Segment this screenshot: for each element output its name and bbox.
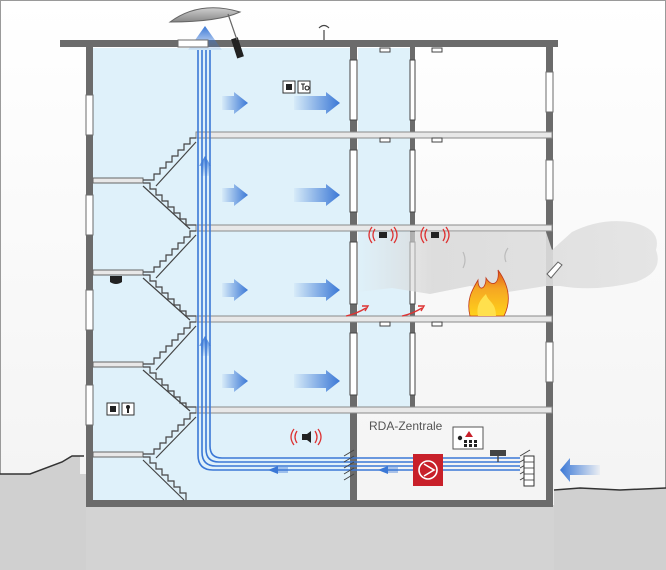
airflow-arrow-icon [294,184,340,206]
duct-flow-arrow-left [378,466,388,474]
wall-left [86,44,93,506]
intake-arrow [560,458,600,482]
stair-flight-2a [143,230,196,273]
staircase [143,137,196,500]
duct-flow-arrow-left [268,466,278,474]
window-left-2 [85,194,94,236]
alarm-speaker-icon [368,226,398,244]
control-panel-icon [452,426,484,450]
floor-slab-3 [195,315,553,323]
stair-flight-2b [143,274,196,317]
stair-flight-4a [143,412,196,455]
window-left-3 [85,289,94,331]
door-stair-4 [349,332,358,396]
door-lobby-2 [409,149,416,213]
ground-left [0,456,86,570]
airflow-arrows [222,92,340,392]
pressure-sensor [490,450,506,456]
window-left-1 [85,94,94,136]
stair-stringers [142,141,197,501]
intake-louver [523,455,535,487]
floor-slabs [195,131,553,414]
central-unit-label: RDA-Zentrale [369,419,443,433]
door-lobby-4 [409,332,416,396]
door-stair-1 [349,59,358,121]
smoke-detectors [379,47,443,327]
smoke-exhaust-flap [546,261,563,279]
landing-3 [92,361,144,368]
stair-flight-1a [143,137,196,181]
smoke-detector-icon [379,137,391,143]
window-right-2 [545,159,554,201]
stair-flight-4b [143,456,187,500]
key-switch-panel-top [282,80,311,94]
door-stair-2 [349,149,358,213]
roof-slab [60,40,558,47]
duct-flow-arrow [199,336,211,356]
airflow-arrow-icon [294,92,340,114]
ground-line-left [0,455,84,475]
stair-flight-3b [143,366,196,408]
smoke-detector-icon [431,47,443,53]
airflow-arrow-icon [294,370,340,392]
smoke-detector-icon [379,47,391,53]
door-lobby-1 [409,59,416,121]
airflow-arrow-icon [222,184,248,206]
smoke-detector-icon [379,321,391,327]
airflow-arrow-icon [294,279,340,301]
ground-under-building [86,505,556,570]
smoke-detector-icon [431,137,443,143]
duct-flow-arrow [199,156,211,176]
supply-duct-vertical [197,50,520,471]
landing-4 [92,451,144,458]
key-switch-panel-bottom [106,402,135,416]
supply-fan-icon [413,454,443,486]
airflow-arrow-icon [222,370,248,392]
roof-smoke-vent-icon [168,7,244,59]
landing-1 [92,177,144,184]
window-right-1 [545,71,554,113]
smoke-cloud-icon [357,221,658,294]
smoke-detector-icon [110,276,122,284]
airflow-arrow-icon [222,279,248,301]
window-right-4 [545,341,554,383]
stair-flight-1b [143,182,196,226]
door-leakage-arrows [345,305,426,317]
stair-flight-3a [143,321,196,365]
smoke-detector-icon [431,321,443,327]
foundation-slab [86,500,553,507]
door-stair-3 [349,241,358,305]
alarm-speakers-fire-floor [368,226,450,244]
floor-slab-4 [195,406,553,414]
intake-louver-slats [524,461,534,481]
airflow-arrow-icon [222,92,248,114]
floor-slab-1 [195,131,553,139]
landing-2 [92,269,144,276]
ground-right [554,488,666,570]
antenna-icon [318,24,330,40]
window-left-4 [85,384,94,426]
return-duct-arrows [268,466,398,474]
alarm-speaker-icon [290,428,322,446]
ground-line-right [553,487,666,491]
alarm-speaker-icon [420,226,450,244]
fire-icon [462,247,509,317]
